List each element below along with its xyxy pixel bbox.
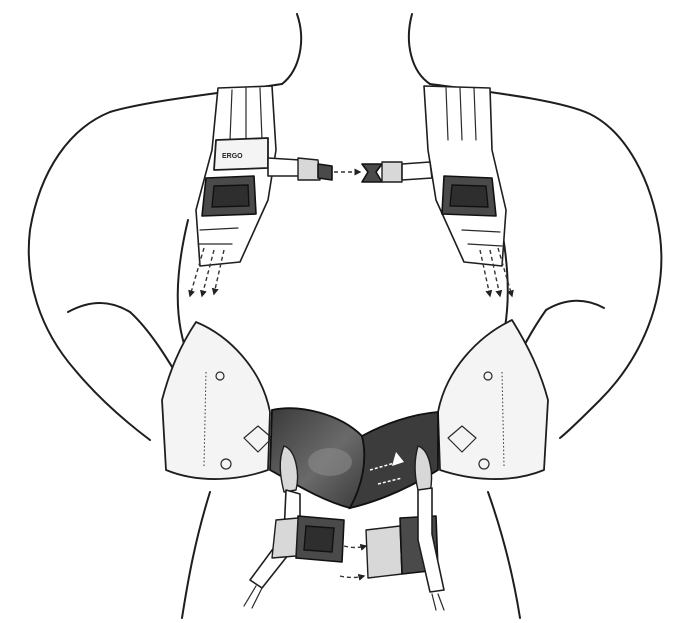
shoulder-strap-right [424, 86, 512, 296]
direction-arrow [344, 546, 366, 548]
direction-arrow [340, 576, 364, 578]
logo-label-left: ERGO [222, 153, 243, 160]
shoulder-strap-left: ERGO [190, 86, 276, 296]
person-silhouette [29, 14, 662, 618]
chest-buckle [268, 158, 432, 182]
